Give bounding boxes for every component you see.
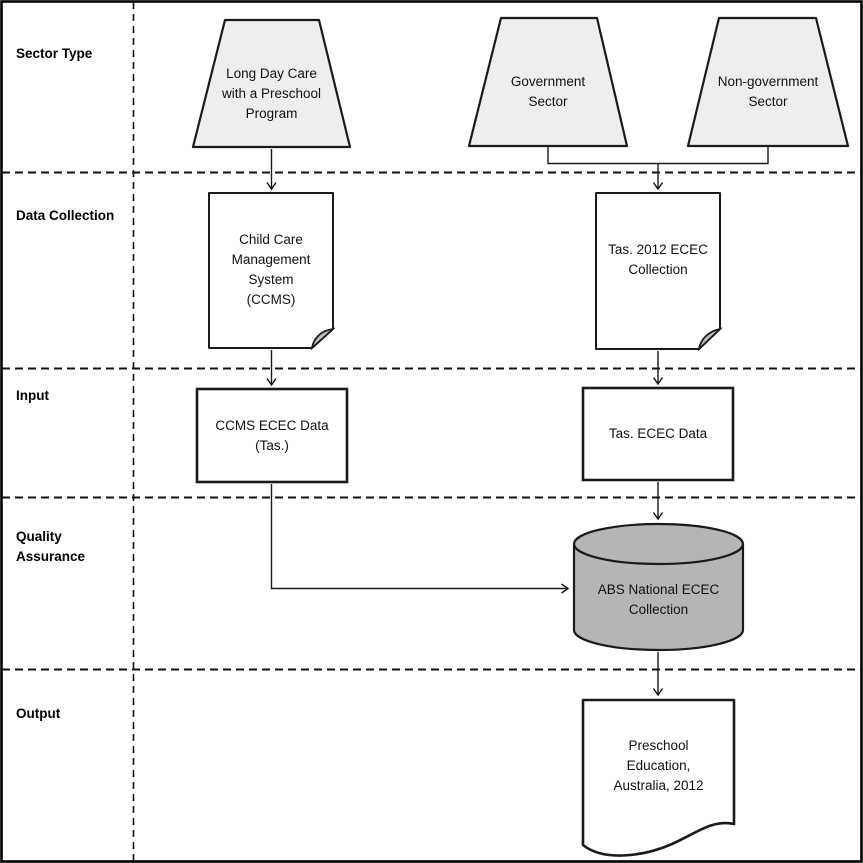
non-government-sector-label: Non-government Sector (717, 74, 819, 109)
row-label-input: Input (16, 388, 49, 403)
preschool-education-label: Preschool Education, Australia, 2012 (613, 738, 704, 793)
ccms-label: Child Care Management System (CCMS) (231, 232, 311, 307)
long-day-care-trapezoid (191, 18, 352, 149)
ccms-ecec-data-rect (195, 387, 349, 484)
preschool-education-document (581, 698, 736, 857)
tas-ecec-data-label: Tas. ECEC Data (608, 426, 708, 441)
tas-collection-document-fold (697, 327, 723, 352)
ccms-document-fold (310, 327, 336, 351)
row-label-data-collection: Data Collection (16, 208, 115, 223)
non-government-sector-trapezoid (686, 16, 850, 148)
long-day-care-label: Long Day Care with a Preschool Program (221, 66, 322, 121)
government-sector-trapezoid (467, 16, 629, 148)
abs-cylinder-body-fill (574, 544, 743, 650)
government-sector-label: Government Sector (510, 74, 586, 109)
abs-cylinder-top (572, 522, 745, 566)
abs-national-collection-label: ABS National ECEC Collection (597, 582, 720, 617)
tas-ecec-data-rect (581, 386, 735, 482)
abs-cylinder-body-stroke (572, 544, 745, 652)
arrow-ccms-data-to-abs (270, 484, 569, 589)
connector-sectors-merge (547, 147, 769, 165)
row-label-quality-assurance: Quality Assurance (16, 529, 86, 564)
ccms-ecec-data-label: CCMS ECEC Data (Tas.) (215, 418, 329, 453)
row-label-sector-type: Sector Type (16, 46, 93, 61)
tas-collection-label: Tas. 2012 ECEC Collection (608, 242, 708, 277)
row-label-output: Output (16, 706, 61, 721)
